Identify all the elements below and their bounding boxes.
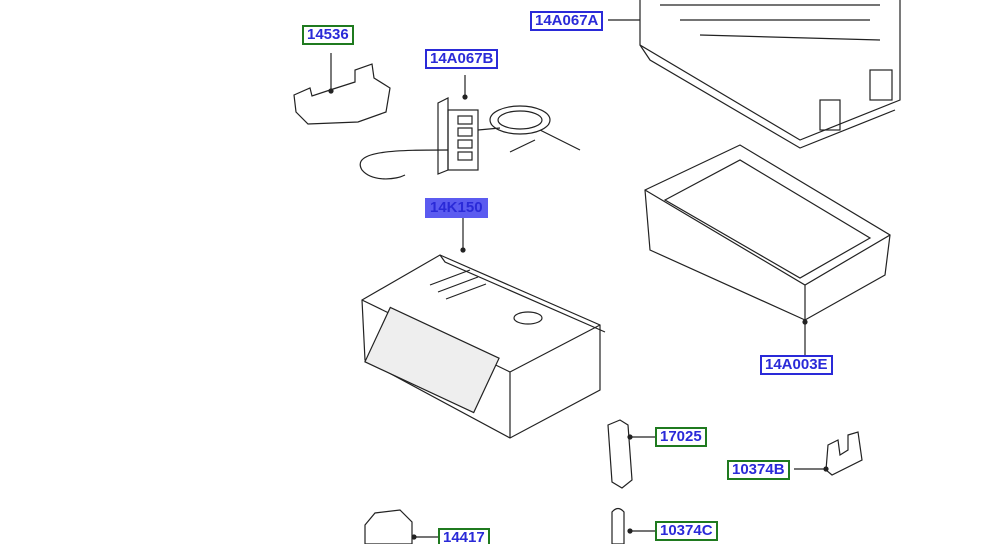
pin-part-10374C <box>611 507 655 544</box>
bracket-part-14536 <box>293 53 391 125</box>
callout-14A067B[interactable]: 14A067B <box>425 49 499 69</box>
relay-part-14417 <box>364 509 438 544</box>
callout-17025[interactable]: 17025 <box>655 427 707 447</box>
callout-14417[interactable]: 14417 <box>438 528 490 544</box>
fuse-part-10374B <box>794 431 863 476</box>
relay-harness-part-14A067B <box>359 75 581 180</box>
callout-14A067A[interactable]: 14A067A <box>530 11 604 31</box>
module-part-14K150 <box>361 218 606 439</box>
callout-14K150[interactable]: 14K150 <box>425 198 488 218</box>
fuse-box-part-14A067A <box>608 0 901 149</box>
terminal-part-17025 <box>607 419 655 489</box>
callout-14A003E[interactable]: 14A003E <box>760 355 833 375</box>
callout-10374C[interactable]: 10374C <box>655 521 718 541</box>
callout-10374B[interactable]: 10374B <box>727 460 790 480</box>
callout-14536[interactable]: 14536 <box>302 25 354 45</box>
tray-part-14A003E <box>644 144 891 355</box>
